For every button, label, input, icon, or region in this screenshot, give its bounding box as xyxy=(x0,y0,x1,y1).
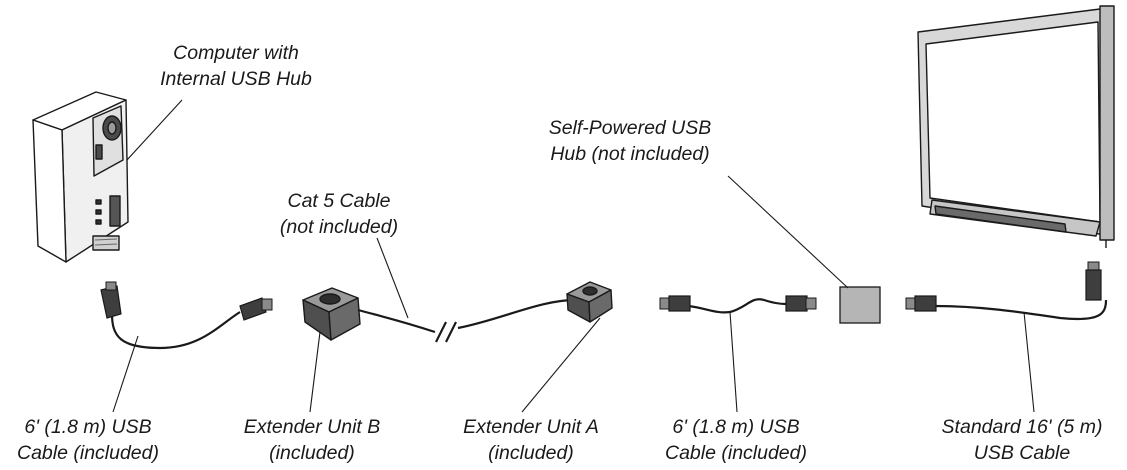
label-cat5: Cat 5 Cable (not included) xyxy=(254,188,424,240)
label-hub-line2: Hub (not included) xyxy=(550,143,710,165)
label-usb-cable-mid-line1: 6' (1.8 m) USB xyxy=(672,416,800,438)
label-usb-cable-mid: 6' (1.8 m) USB Cable (included) xyxy=(648,414,824,466)
label-computer-line1: Computer with xyxy=(173,42,299,64)
cat5-cable-icon xyxy=(357,298,576,343)
label-hub-line1: Self-Powered USB xyxy=(548,117,712,139)
usb-cable-mid-icon xyxy=(659,295,817,314)
extender-unit-a-icon xyxy=(566,281,613,323)
label-extender-b-line2: (included) xyxy=(269,442,355,464)
label-usb-cable-left-line1: 6' (1.8 m) USB xyxy=(24,416,152,438)
leader-cat5 xyxy=(376,237,409,319)
interactive-whiteboard-icon xyxy=(917,5,1115,248)
leader-usb-right xyxy=(1023,311,1035,413)
label-usb-cable-left: 6' (1.8 m) USB Cable (included) xyxy=(0,414,176,466)
usb-cable-right-icon xyxy=(905,261,1108,321)
leader-lines xyxy=(112,99,1035,413)
label-hub: Self-Powered USB Hub (not included) xyxy=(538,115,722,167)
label-usb-cable-right-line1: Standard 16' (5 m) xyxy=(941,416,1103,438)
label-computer-line2: Internal USB Hub xyxy=(160,68,312,90)
usb-cable-left-icon xyxy=(100,281,273,350)
label-extender-b: Extender Unit B (included) xyxy=(222,414,402,466)
label-cat5-line2: (not included) xyxy=(279,216,399,238)
label-extender-a: Extender Unit A (included) xyxy=(441,414,621,466)
extender-unit-b-icon xyxy=(302,287,361,341)
label-computer: Computer with Internal USB Hub xyxy=(156,40,316,92)
leader-computer xyxy=(126,99,183,161)
label-extender-b-line1: Extender Unit B xyxy=(243,416,381,438)
label-extender-a-line2: (included) xyxy=(488,442,574,464)
label-usb-cable-mid-line2: Cable (included) xyxy=(665,442,807,464)
label-cat5-line1: Cat 5 Cable xyxy=(287,190,391,212)
leader-hub xyxy=(727,175,849,289)
leader-extender-b xyxy=(309,331,321,413)
label-usb-cable-right: Standard 16' (5 m) USB Cable xyxy=(922,414,1122,466)
label-usb-cable-left-line2: Cable (included) xyxy=(17,442,159,464)
computer-tower-icon xyxy=(32,91,129,263)
leader-usb-left xyxy=(112,335,139,413)
label-extender-a-line1: Extender Unit A xyxy=(463,416,599,438)
leader-usb-mid xyxy=(729,311,738,413)
leader-extender-a xyxy=(521,317,601,413)
label-usb-cable-right-line2: USB Cable xyxy=(973,442,1071,464)
usb-hub-icon xyxy=(839,286,881,324)
